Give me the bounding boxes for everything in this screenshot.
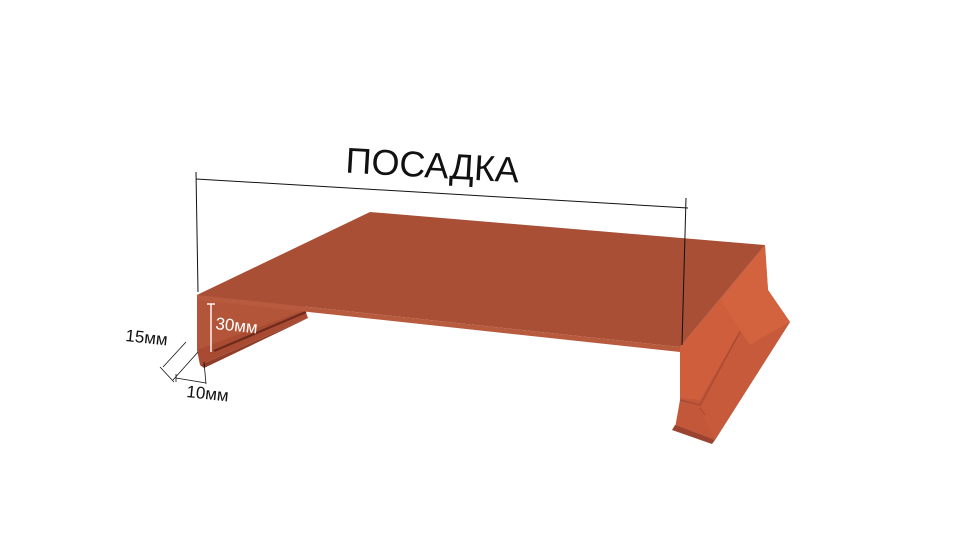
right-drip-crease-2	[699, 407, 706, 416]
landing-extension-left	[195, 171, 199, 293]
height-dimension: 30мм	[207, 303, 259, 352]
left-flange-groove	[213, 310, 307, 353]
right-drip-edge-bottom	[672, 425, 715, 444]
flange-dimension: 15мм	[125, 326, 199, 383]
flashing-profile	[197, 212, 790, 444]
landing-label: ПОСАДКА	[345, 140, 521, 191]
flange-extension-2	[172, 351, 199, 381]
right-drip-edge-face	[680, 300, 740, 400]
left-wall	[197, 295, 305, 352]
landing-extension-right	[681, 197, 687, 346]
flange-extension	[162, 341, 187, 368]
hem-extension	[203, 361, 207, 385]
right-drip-edge-fold	[700, 322, 790, 440]
landing-dimension: ПОСАДКА	[195, 140, 689, 346]
flange-dimension-line	[159, 366, 175, 383]
hem-label: 10мм	[186, 382, 230, 405]
right-drip-crease	[679, 331, 741, 406]
flange-label: 15мм	[125, 326, 169, 349]
height-label: 30мм	[215, 314, 259, 337]
right-drip-edge-light	[720, 245, 790, 345]
left-hem	[200, 318, 308, 368]
hem-dimension-line	[175, 377, 207, 384]
hem-dimension: 10мм	[175, 361, 230, 405]
front-edge	[197, 295, 680, 352]
landing-dimension-line	[195, 178, 689, 209]
top-surface	[197, 212, 765, 347]
